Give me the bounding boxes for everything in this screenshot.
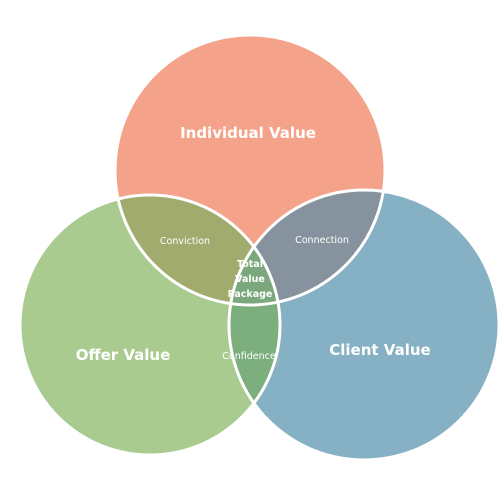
label-individual-value: Individual Value bbox=[180, 124, 316, 142]
label-conviction: Conviction bbox=[160, 236, 210, 247]
overlap-connection bbox=[229, 190, 385, 305]
label-confidence: Confidence bbox=[222, 351, 276, 362]
label-connection: Connection bbox=[295, 235, 349, 246]
label-total: Total bbox=[237, 259, 263, 270]
label-client-value: Client Value bbox=[329, 341, 430, 359]
outline-individual bbox=[113, 33, 387, 307]
outline-offer bbox=[18, 193, 282, 457]
outline-client bbox=[227, 188, 500, 462]
label-package: Package bbox=[228, 289, 273, 300]
label-offer-value: Offer Value bbox=[76, 346, 171, 364]
label-value: Value bbox=[235, 274, 265, 285]
overlap-conviction bbox=[115, 195, 280, 305]
